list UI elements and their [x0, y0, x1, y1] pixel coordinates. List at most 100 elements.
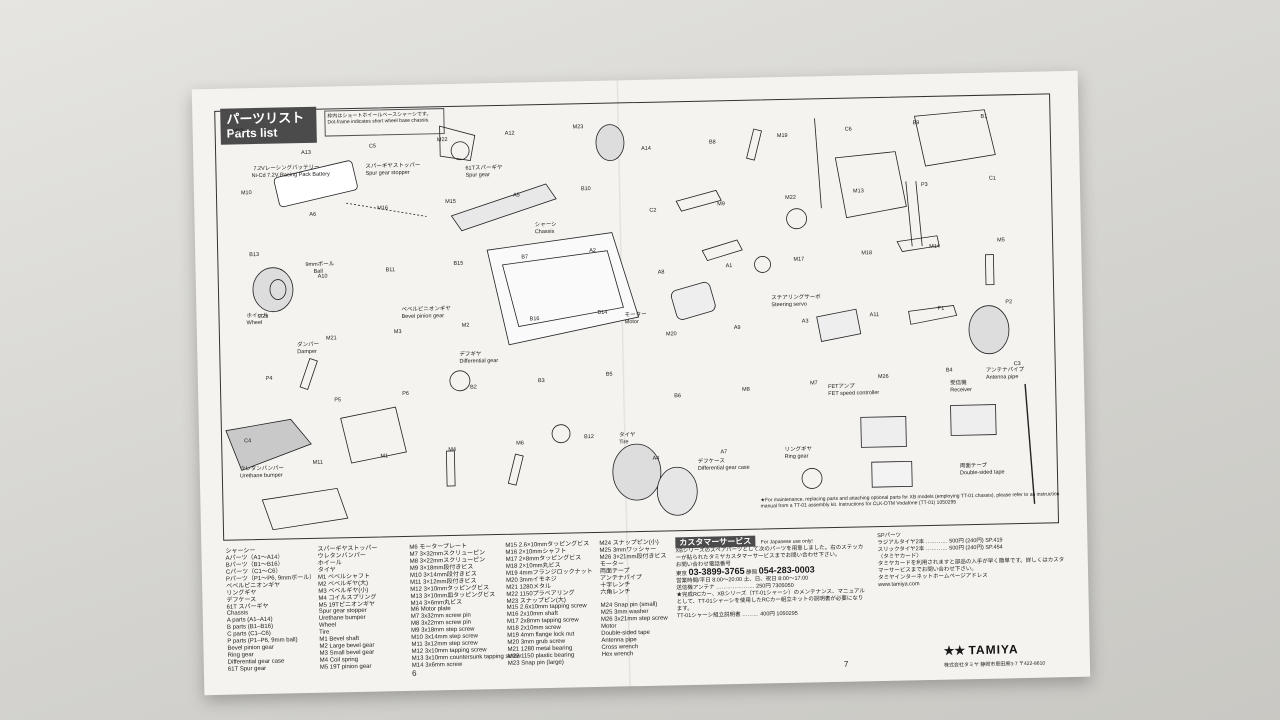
part-code-label: M5 — [997, 237, 1005, 244]
differential-gear-left — [449, 370, 471, 392]
label-receiver-en: Receiver — [950, 387, 972, 394]
label-fet-en: FET speed controller — [828, 390, 880, 398]
part-code-label: M6 — [516, 440, 524, 447]
part-code-label: M19 — [776, 132, 788, 140]
part-code-label: B2 — [469, 384, 477, 391]
battery-pack — [273, 160, 358, 208]
part-code-label: M18 — [861, 250, 873, 257]
steering-servo — [816, 308, 862, 342]
part-code-label: B7 — [521, 254, 529, 261]
label-ball-jp: 9mmボール — [305, 261, 335, 269]
part-code-label: M16 — [377, 205, 389, 212]
label-spur-en: Spur gear — [465, 172, 490, 179]
parts-list-item: M23 Snap pin (large) — [507, 659, 564, 667]
differential-gear-right — [786, 208, 807, 230]
part-code-label: C2 — [649, 207, 657, 214]
part-code-label: A14 — [641, 145, 651, 152]
part-code-label: M15 — [445, 198, 456, 206]
part-code-label: B5 — [605, 371, 613, 378]
receiver — [950, 404, 997, 436]
label-diff-case-en: Differential gear case — [697, 464, 750, 472]
label-damper-jp: ダンパー — [297, 341, 320, 349]
part-code-label: B10 — [580, 186, 591, 193]
part-code-label: A6 — [309, 211, 317, 218]
chassis-tub — [486, 232, 640, 346]
label-tape-jp: 両面テープ — [959, 462, 988, 470]
label-servo-jp: ステアリングサーボ — [771, 294, 821, 302]
part-code-label: M10 — [240, 190, 252, 197]
label-fet-jp: FETアンプ — [828, 383, 855, 391]
label-servo-en: Steering servo — [771, 301, 807, 309]
spur-gear — [450, 141, 470, 161]
part-code-label: P6 — [402, 390, 409, 398]
part-code-label: A13 — [301, 149, 311, 157]
tamiya-address: 株式会社タミヤ 静岡市恩田原3-7 〒422-8610 — [944, 660, 1045, 669]
part-code-label: A1 — [725, 263, 733, 270]
phone-area-shizuoka: 静岡 — [746, 569, 758, 576]
label-spur-stopper-jp: スパーギヤストッパー — [365, 162, 421, 170]
part-code-label: M8 — [742, 386, 750, 393]
part-code-label: A4 — [652, 455, 660, 462]
tamiya-logo: TAMIYA — [968, 642, 1019, 658]
company-address: 静岡市恩田原3-7 〒422-8610 — [980, 660, 1046, 668]
damper-rear — [746, 128, 762, 161]
part-code-label: M4 — [448, 446, 457, 454]
label-wheel-en: Wheel — [246, 319, 263, 327]
label-chassis-en: Chassis — [534, 228, 555, 236]
part-code-label: B1 — [980, 113, 988, 120]
chassis-plate — [450, 183, 557, 232]
damper-front-left — [299, 357, 318, 390]
label-bevel-jp: ベベルピニオンギヤ — [401, 305, 451, 314]
part-code-label: A11 — [869, 312, 880, 319]
part-code-label: C1 — [988, 175, 996, 182]
part-code-label: M23 — [572, 124, 584, 131]
part-code-label: A3 — [801, 318, 809, 325]
part-code-label: M1 — [380, 453, 389, 460]
part-code-label: P4 — [265, 375, 273, 382]
parts-list-item: M14 3x6mm screw — [411, 661, 463, 669]
part-code-label: M3 — [393, 329, 402, 336]
service-subheading: For Japanese use only! — [760, 538, 813, 546]
part-code-label: A5 — [512, 192, 520, 199]
part-code-label: M22 — [436, 136, 448, 144]
part-code-label: M22 — [785, 194, 796, 201]
urethane-bumper — [225, 418, 312, 471]
part-code-label: B12 — [584, 433, 594, 441]
part-code-label: M7 — [809, 380, 818, 387]
label-motor-en: Motor — [624, 319, 639, 326]
part-code-label: A8 — [657, 269, 665, 276]
part-code-label: B16 — [529, 316, 540, 323]
part-code-label: B4 — [945, 367, 953, 374]
instruction-sheet: パーツリスト Parts list 枠内はショートホイールベースシャーシです。 … — [191, 70, 1091, 696]
label-bumper-jp: ウレタンバンパー — [239, 465, 285, 473]
wheel-rear-right — [968, 305, 1010, 355]
label-ring-jp: リングギヤ — [784, 446, 813, 454]
part-code-label: M13 — [852, 188, 864, 195]
part-code-label: B8 — [708, 139, 716, 146]
part-code-label: P3 — [920, 181, 928, 189]
tamiya-brand: ★★ TAMIYA — [944, 642, 1019, 658]
phone-area-tokyo: 東京 — [675, 571, 688, 578]
part-code-label: B9 — [912, 120, 920, 127]
label-ring-en: Ring gear — [784, 453, 809, 461]
double-sided-tape — [871, 460, 913, 488]
part-code-label: C6 — [844, 126, 852, 133]
label-spur-stopper-en: Spur gear stopper — [365, 169, 410, 177]
ring-gear — [801, 468, 823, 489]
label-diff-en: Differential gear — [459, 357, 499, 365]
part-code-label: C3 — [1013, 361, 1021, 368]
parts-list-item: 61T Spur gear — [227, 665, 267, 673]
part-code-label: B11 — [385, 267, 396, 274]
phone-tokyo: 03-3899-3765 — [688, 565, 745, 578]
tire-rear — [612, 443, 662, 501]
part-code-label: A2 — [589, 247, 597, 255]
part-code-label: M2 — [461, 322, 470, 329]
company-name: 株式会社タミヤ — [943, 661, 980, 669]
part-code-label: B14 — [597, 309, 608, 316]
